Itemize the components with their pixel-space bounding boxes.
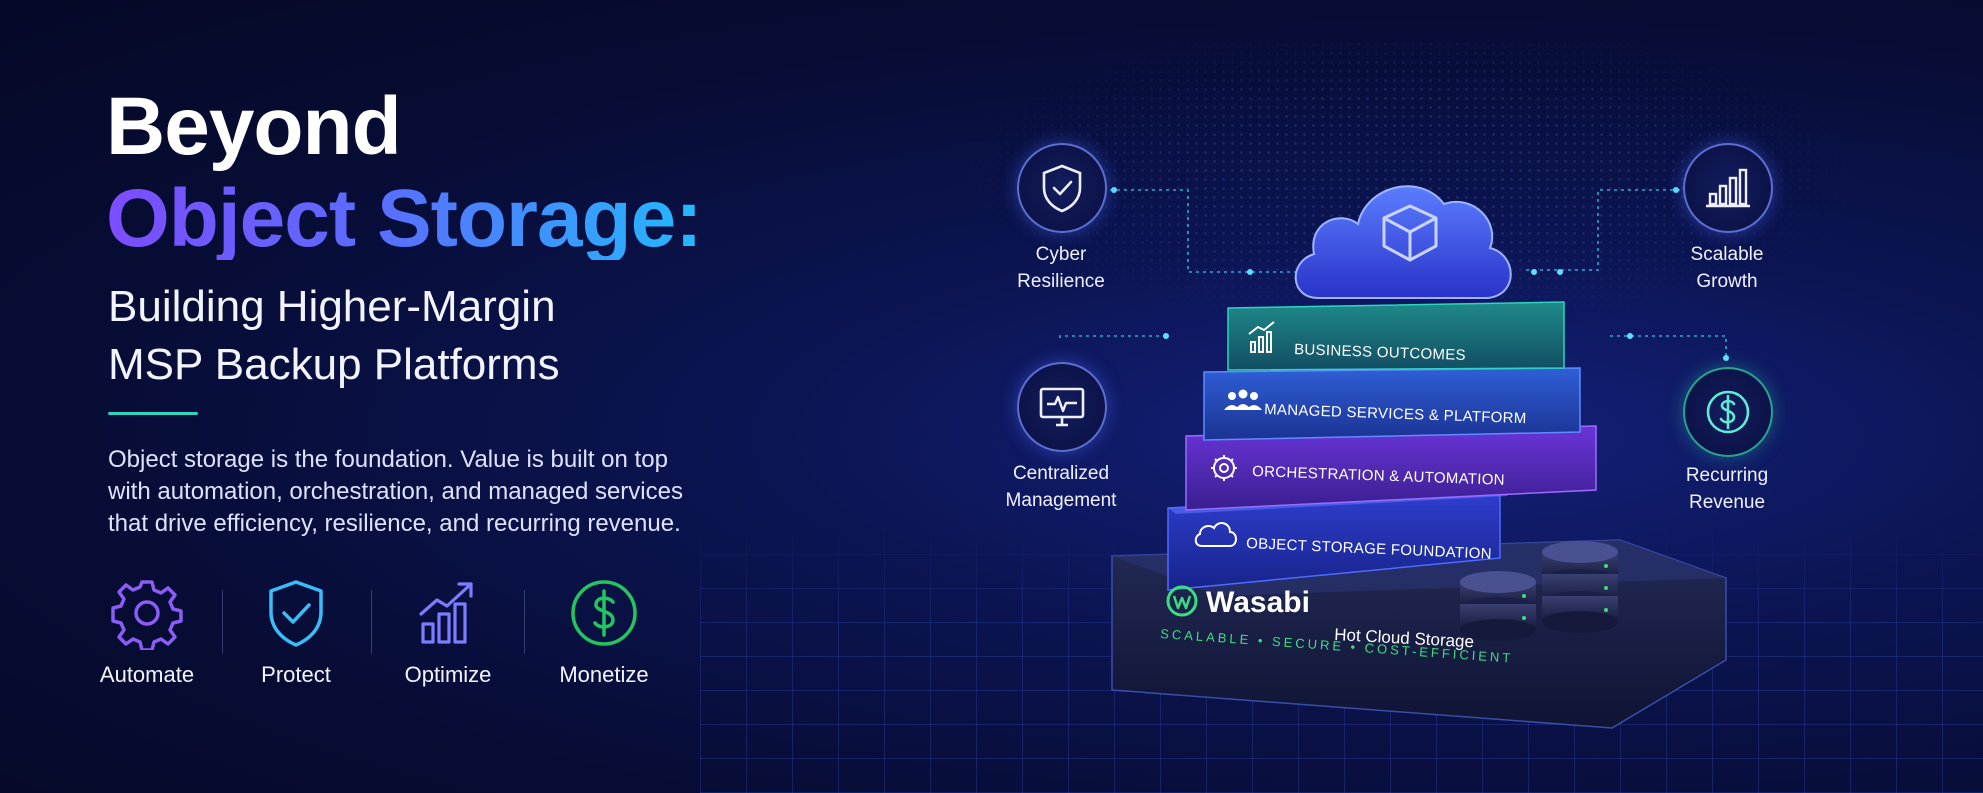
shield-check-icon bbox=[1042, 164, 1082, 213]
feature-label: Automate bbox=[99, 662, 195, 687]
subtitle-line-1: Building Higher-Margin bbox=[108, 282, 556, 331]
wasabi-logo-icon bbox=[1166, 585, 1198, 617]
feature-label: Monetize bbox=[559, 662, 649, 687]
accent-divider bbox=[108, 412, 198, 415]
dollar-circle-icon bbox=[571, 580, 637, 646]
cyber-resilience-badge bbox=[1017, 143, 1107, 233]
scalable-growth-badge bbox=[1683, 143, 1773, 233]
feature-automate: Automate bbox=[77, 576, 217, 688]
callout-line: Growth bbox=[1696, 271, 1758, 292]
recurring-revenue-badge bbox=[1683, 367, 1773, 457]
callout-line: Resilience bbox=[1017, 271, 1105, 292]
dollar-circle-icon bbox=[1706, 390, 1750, 434]
users-icon bbox=[1224, 389, 1262, 410]
title-line-1: Beyond bbox=[106, 81, 402, 172]
scalable-growth-label: Scalable Growth bbox=[1647, 241, 1807, 295]
gear-icon bbox=[1211, 455, 1237, 481]
feature-label: Optimize bbox=[404, 662, 492, 687]
callout-line: Revenue bbox=[1688, 492, 1766, 513]
subtitle-line-2: MSP Backup Platforms bbox=[108, 340, 560, 389]
centralized-management-label: Centralized Management bbox=[981, 460, 1141, 514]
disk-stack-icon bbox=[1460, 541, 1618, 641]
feature-optimize: Optimize bbox=[378, 576, 518, 688]
bar-chart-arrow-icon bbox=[419, 582, 473, 644]
cloud-cube-icon bbox=[1294, 185, 1512, 299]
centralized-management-badge bbox=[1017, 362, 1107, 452]
cloud-icon bbox=[1194, 522, 1237, 547]
description: Object storage is the foundation. Value … bbox=[108, 446, 683, 537]
feature-label: Protect bbox=[261, 662, 331, 687]
cyber-resilience-label: Cyber Resilience bbox=[981, 241, 1141, 295]
layer-managed-services bbox=[1203, 367, 1581, 441]
layer-business-outcomes bbox=[1227, 301, 1565, 371]
callout-line: Recurring bbox=[1685, 465, 1769, 486]
separator bbox=[524, 590, 525, 654]
layer-label-business-outcomes: BUSINESS OUTCOMES bbox=[1294, 341, 1466, 364]
feature-protect: Protect bbox=[226, 576, 366, 688]
feature-monetize: Monetize bbox=[534, 576, 674, 688]
recurring-revenue-label: Recurring Revenue bbox=[1647, 462, 1807, 516]
callout-line: Centralized bbox=[1012, 463, 1110, 484]
subtitle: Building Higher-Margin MSP Backup Platfo… bbox=[108, 278, 560, 394]
gear-icon bbox=[111, 580, 183, 650]
title-line-2: Object Storage: bbox=[106, 173, 703, 264]
shield-check-icon bbox=[269, 580, 323, 647]
bar-chart-icon bbox=[1706, 168, 1750, 208]
callout-line: Cyber bbox=[1035, 244, 1087, 265]
callout-line: Scalable bbox=[1690, 244, 1764, 265]
growth-chart-icon bbox=[1248, 321, 1275, 353]
callout-line: Management bbox=[1005, 490, 1117, 511]
separator bbox=[371, 590, 372, 654]
wasabi-brand: Wasabi bbox=[1206, 586, 1310, 619]
separator bbox=[222, 590, 223, 654]
monitor-pulse-icon bbox=[1039, 387, 1085, 427]
